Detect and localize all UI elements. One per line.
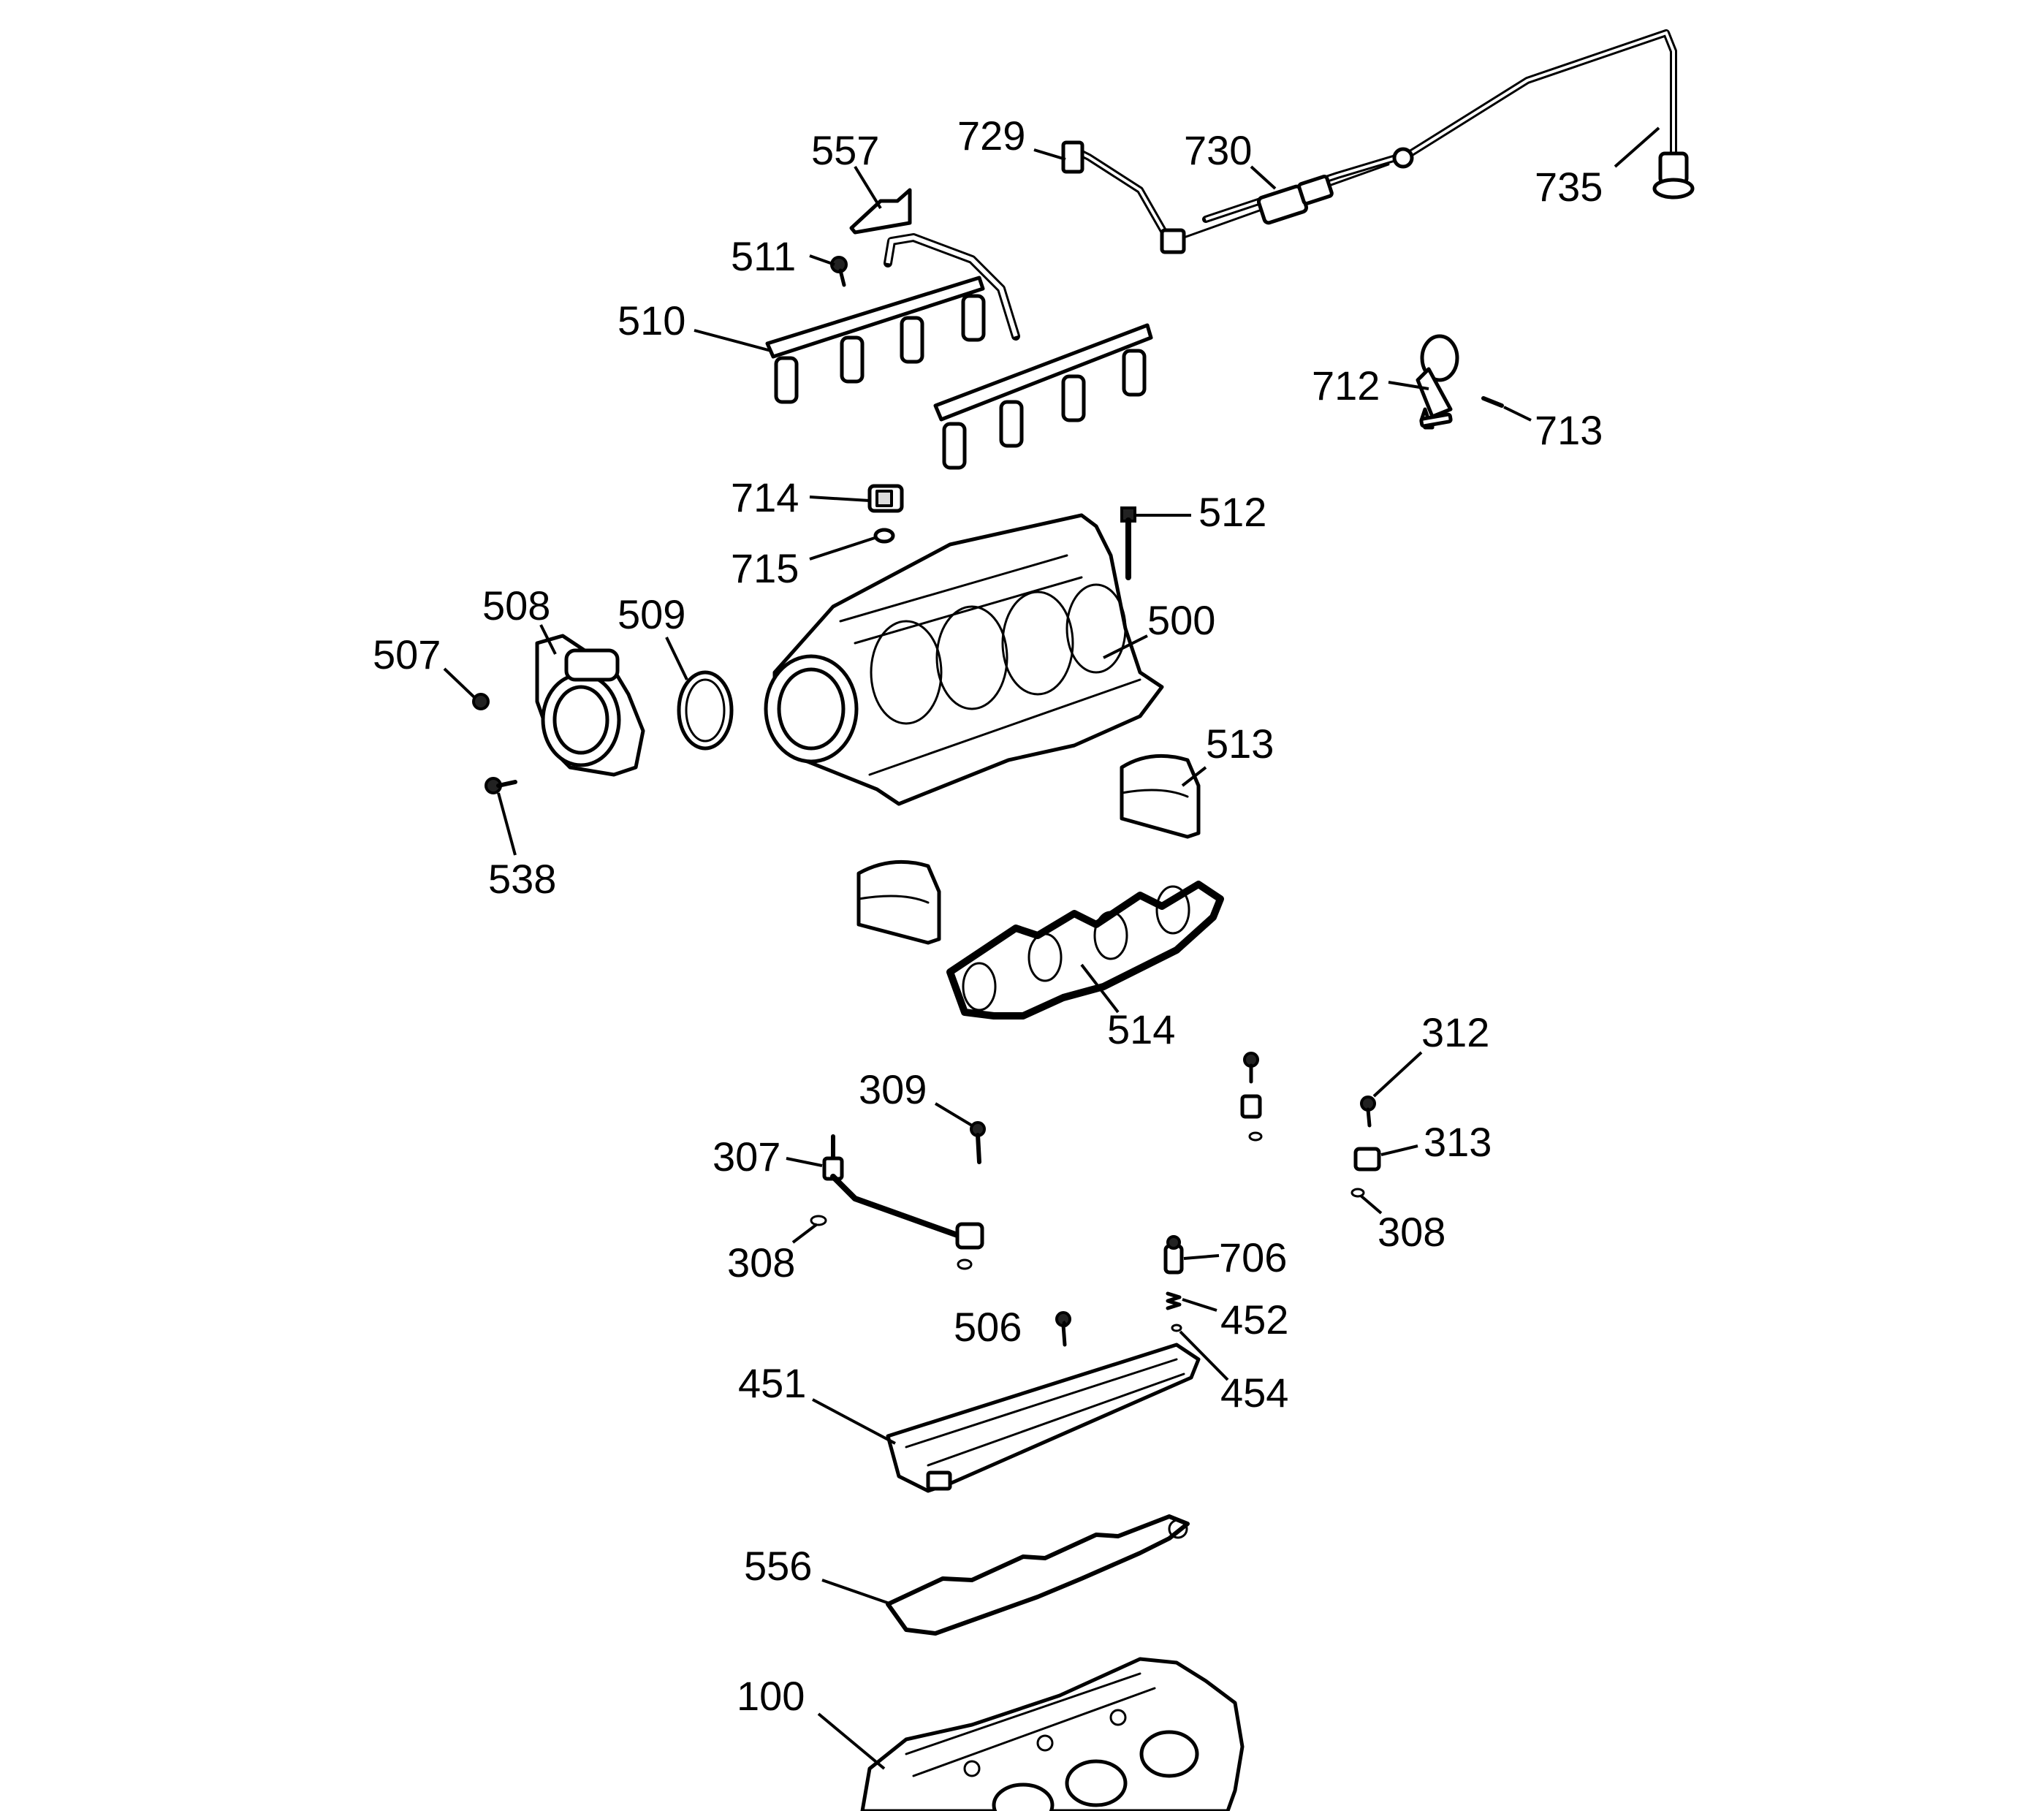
fuel-rail-bracket-557 <box>849 188 912 235</box>
o-ring-308-left <box>810 1215 827 1226</box>
callout-506: 506 <box>954 1304 1022 1350</box>
intake-manifold-gasket-514 <box>946 881 1224 1020</box>
bolt-506 <box>1055 1311 1071 1347</box>
callout-714: 714 <box>731 474 799 520</box>
bolt-312 <box>1360 1096 1376 1128</box>
map-sensor-714 <box>867 484 904 513</box>
callout-712: 712 <box>1312 362 1380 409</box>
callout-512: 512 <box>1198 489 1266 535</box>
seal-715 <box>873 528 895 544</box>
fuel-feed-pipe-735 <box>1202 29 1695 223</box>
throttle-body-gasket-509 <box>677 670 734 751</box>
fuel-rail-510 <box>765 233 1153 470</box>
bolt-309 <box>970 1121 986 1164</box>
callout-508: 508 <box>482 582 550 629</box>
bolt-511 <box>830 256 848 287</box>
sensor-lead-307 <box>822 1134 984 1270</box>
callout-451: 451 <box>738 1360 806 1406</box>
callout-454: 454 <box>1220 1370 1288 1416</box>
fuel-line-connector-730 <box>1182 163 1390 239</box>
callout-538: 538 <box>488 856 556 902</box>
callout-713: 713 <box>1535 407 1603 453</box>
callout-100: 100 <box>737 1673 805 1719</box>
valley-cover-gasket-556 <box>886 1514 1190 1636</box>
callout-308-right: 308 <box>1378 1209 1445 1255</box>
callout-312: 312 <box>1421 1009 1489 1055</box>
callout-313: 313 <box>1424 1119 1492 1165</box>
callout-309: 309 <box>859 1066 927 1112</box>
fitting-706 <box>1163 1235 1184 1275</box>
bracket-313 <box>1353 1147 1381 1172</box>
sensor-512 <box>1120 506 1136 580</box>
callout-511: 511 <box>731 233 796 279</box>
o-ring-454 <box>1171 1324 1182 1332</box>
callout-509: 509 <box>618 591 685 637</box>
callout-500: 500 <box>1147 597 1215 643</box>
callout-715: 715 <box>731 545 799 591</box>
leader-lines <box>443 126 1660 1770</box>
callout-557: 557 <box>811 127 879 173</box>
valley-cover-451 <box>886 1343 1201 1493</box>
callout-513: 513 <box>1206 721 1274 767</box>
clip-713 <box>1481 396 1504 408</box>
callout-729: 729 <box>957 113 1025 159</box>
callout-labels: 557 729 730 735 511 510 712 713 714 512 … <box>373 113 1603 1719</box>
callout-452: 452 <box>1220 1296 1288 1343</box>
throttle-bracket-712 <box>1416 334 1459 430</box>
callout-556: 556 <box>744 1543 812 1589</box>
intake-manifold-500 <box>764 513 1164 806</box>
bolt-unlabeled <box>1240 1052 1263 1142</box>
bolt-507 <box>472 693 490 710</box>
throttle-body-508 <box>535 634 645 777</box>
engine-block-100 <box>860 1657 1245 1811</box>
spring-452 <box>1166 1291 1182 1310</box>
bolt-538 <box>485 777 517 794</box>
callout-735: 735 <box>1535 164 1603 210</box>
fuel-pipe-729 <box>1061 140 1186 254</box>
callout-308-left: 308 <box>727 1239 795 1286</box>
manifold-insulator-513 <box>856 753 1201 945</box>
callout-510: 510 <box>618 297 685 343</box>
callout-730: 730 <box>1184 127 1252 173</box>
o-ring-308-right <box>1350 1188 1365 1198</box>
callout-514: 514 <box>1107 1006 1175 1052</box>
callout-507: 507 <box>373 631 441 677</box>
callout-307: 307 <box>713 1134 780 1180</box>
callout-706: 706 <box>1219 1234 1287 1280</box>
